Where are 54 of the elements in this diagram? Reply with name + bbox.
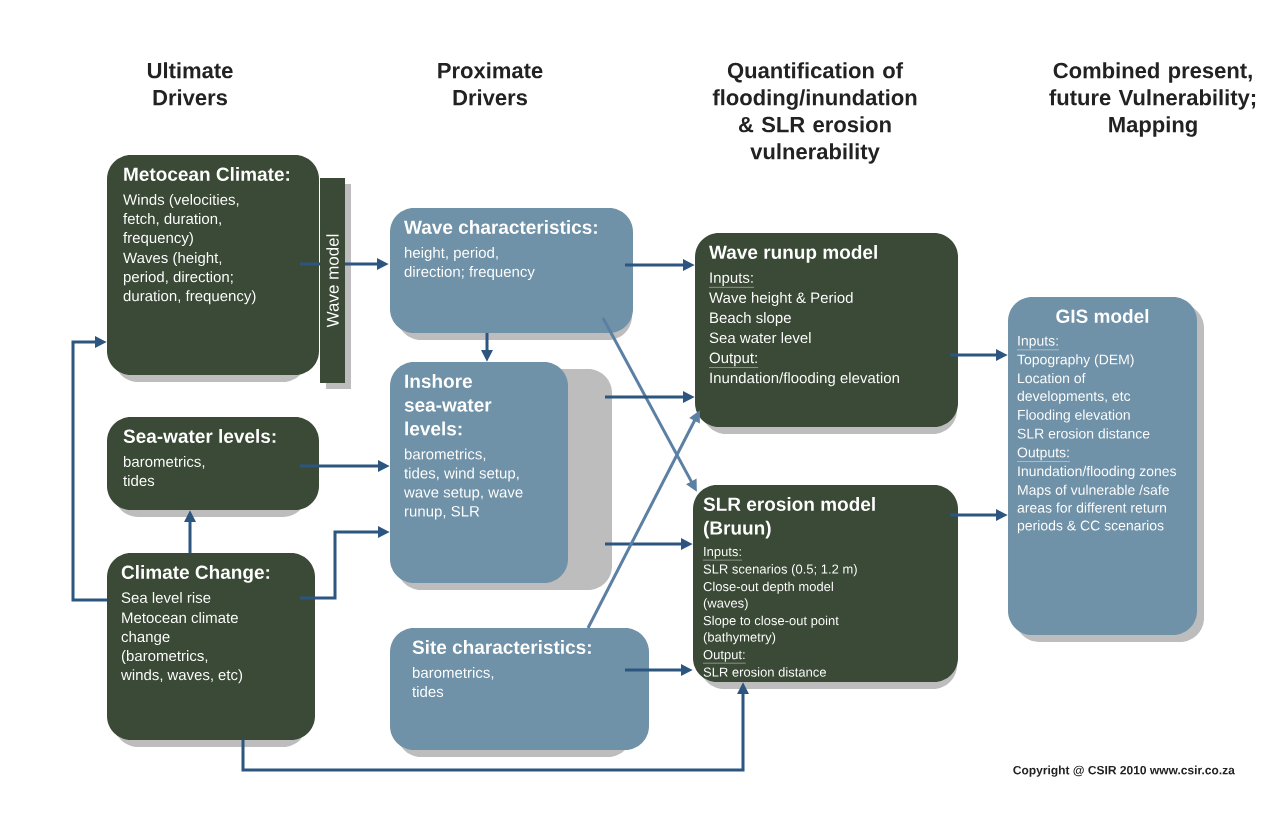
box-text: Location of developments, etc — [1017, 372, 1131, 404]
box-text: Inundation/flooding zones — [1018, 465, 1177, 479]
box-text: Inputs: — [708, 272, 755, 288]
process-box — [693, 485, 958, 689]
box-text: barometrics, tides — [412, 666, 494, 697]
box-text: Topography (DEM) — [1017, 354, 1134, 368]
column-heading: Quantification of flooding/inundation & SLR erosion vulnerability — [712, 62, 917, 164]
box-text: Close-out depth model (waves) — [703, 581, 833, 611]
box-text: height, period, direction; frequency — [404, 246, 535, 280]
box-text: Slope to close-out point (bathymetry) — [703, 615, 839, 645]
box-text: Maps of vulnerable /safe areas for different return periods & CC scenarios — [1017, 484, 1169, 534]
box-text: Sea water level — [709, 332, 811, 344]
process-box — [107, 553, 315, 747]
box-heading: GIS model — [1056, 309, 1149, 323]
box-text: SLR erosion distance — [703, 667, 826, 677]
copyright-note: Copyright @ CSIR 2010 www.csir.co.za — [1013, 765, 1235, 777]
model-bar: Wave model — [320, 178, 351, 389]
column-heading: Proximate Drivers — [438, 62, 543, 106]
column-heading: Combined present, future Vulnerability; Mapping — [1049, 62, 1256, 137]
box-text: Waves (height, period, direction; duration, frequency) — [123, 252, 256, 305]
box-heading: Inshore sea-water levels: — [404, 374, 492, 436]
process-box — [390, 362, 612, 590]
box-text: Sea level rise — [121, 591, 211, 603]
box-text: Output: — [708, 352, 759, 368]
box-heading: Wave characteristics: — [404, 220, 597, 234]
box-text: barometrics, tides, wind setup, wave setup, wave runup, SLR — [404, 448, 523, 520]
box-text: Wave height & Period — [709, 292, 853, 306]
box-text: Inundation/flooding elevation — [710, 372, 899, 387]
box-text: Inputs: — [1016, 335, 1060, 351]
box-heading: Site characteristics: — [412, 640, 591, 654]
arrow — [71, 336, 107, 602]
box-heading: Sea-water levels: — [123, 429, 276, 443]
box-text: Metocean climate change (barometrics, winds, waves, etc) — [121, 612, 243, 684]
box-heading: Metocean Climate: — [124, 167, 289, 181]
connector-line — [300, 262, 320, 266]
box-text: Beach slope — [710, 312, 791, 327]
box-text: SLR scenarios (0.5; 1.2 m) — [703, 564, 857, 577]
box-text: Outputs: — [1016, 447, 1071, 462]
process-box — [390, 628, 649, 757]
box-text: Inputs: — [702, 547, 743, 561]
box-text: SLR erosion distance — [1017, 428, 1150, 439]
process-box — [695, 233, 958, 434]
box-text: barometrics, tides — [123, 455, 205, 486]
box-heading: Climate Change: — [121, 565, 270, 583]
column-heading: Ultimate Drivers — [147, 62, 233, 106]
process-box — [107, 417, 319, 517]
process-box — [390, 208, 633, 340]
box-text: Winds (velocities, fetch, duration, frequency) — [123, 193, 239, 247]
process-box — [1008, 297, 1204, 642]
box-text: Flooding elevation — [1018, 409, 1130, 423]
box-heading: SLR erosion model (Bruun) — [703, 497, 875, 539]
box-heading: Wave runup model — [709, 245, 877, 263]
box-text: Output: — [702, 650, 746, 664]
process-box — [107, 155, 319, 382]
